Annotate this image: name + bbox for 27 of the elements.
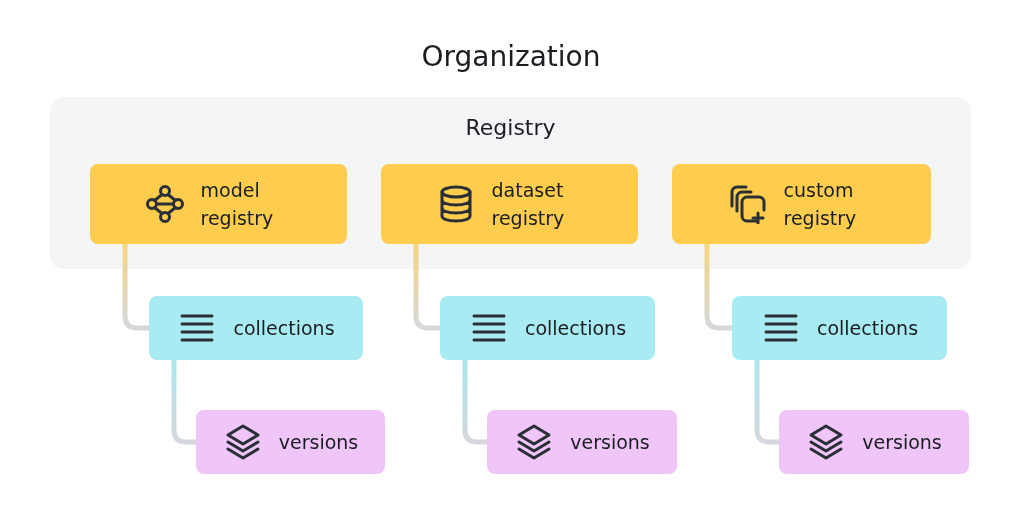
collections-box: [732, 296, 947, 360]
versions-box: [487, 410, 677, 474]
registry-panel: [50, 97, 971, 269]
node-label: versions: [570, 430, 650, 455]
node-label: custom registry: [783, 178, 858, 231]
node-label: collections: [816, 316, 919, 341]
connector-line: [413, 244, 440, 331]
registry-box: [90, 164, 347, 244]
node-label: collections: [233, 316, 335, 341]
connector-line: [122, 244, 149, 331]
connector-line: [754, 360, 779, 445]
diagram-title: Organization: [421, 40, 601, 73]
node-label: dataset registry: [491, 178, 566, 231]
node-label: model registry: [200, 178, 275, 231]
node-label: versions: [278, 430, 359, 455]
connector-line: [462, 360, 487, 445]
registry-box: [672, 164, 931, 244]
registry-box: [381, 164, 638, 244]
versions-box: [196, 410, 385, 474]
panel-heading: Registry: [465, 115, 556, 140]
connector-line: [704, 244, 732, 331]
connector-line: [171, 360, 196, 445]
node-label: collections: [524, 316, 627, 341]
versions-box: [779, 410, 969, 474]
node-label: versions: [862, 430, 942, 455]
collections-box: [149, 296, 363, 360]
collections-box: [440, 296, 655, 360]
